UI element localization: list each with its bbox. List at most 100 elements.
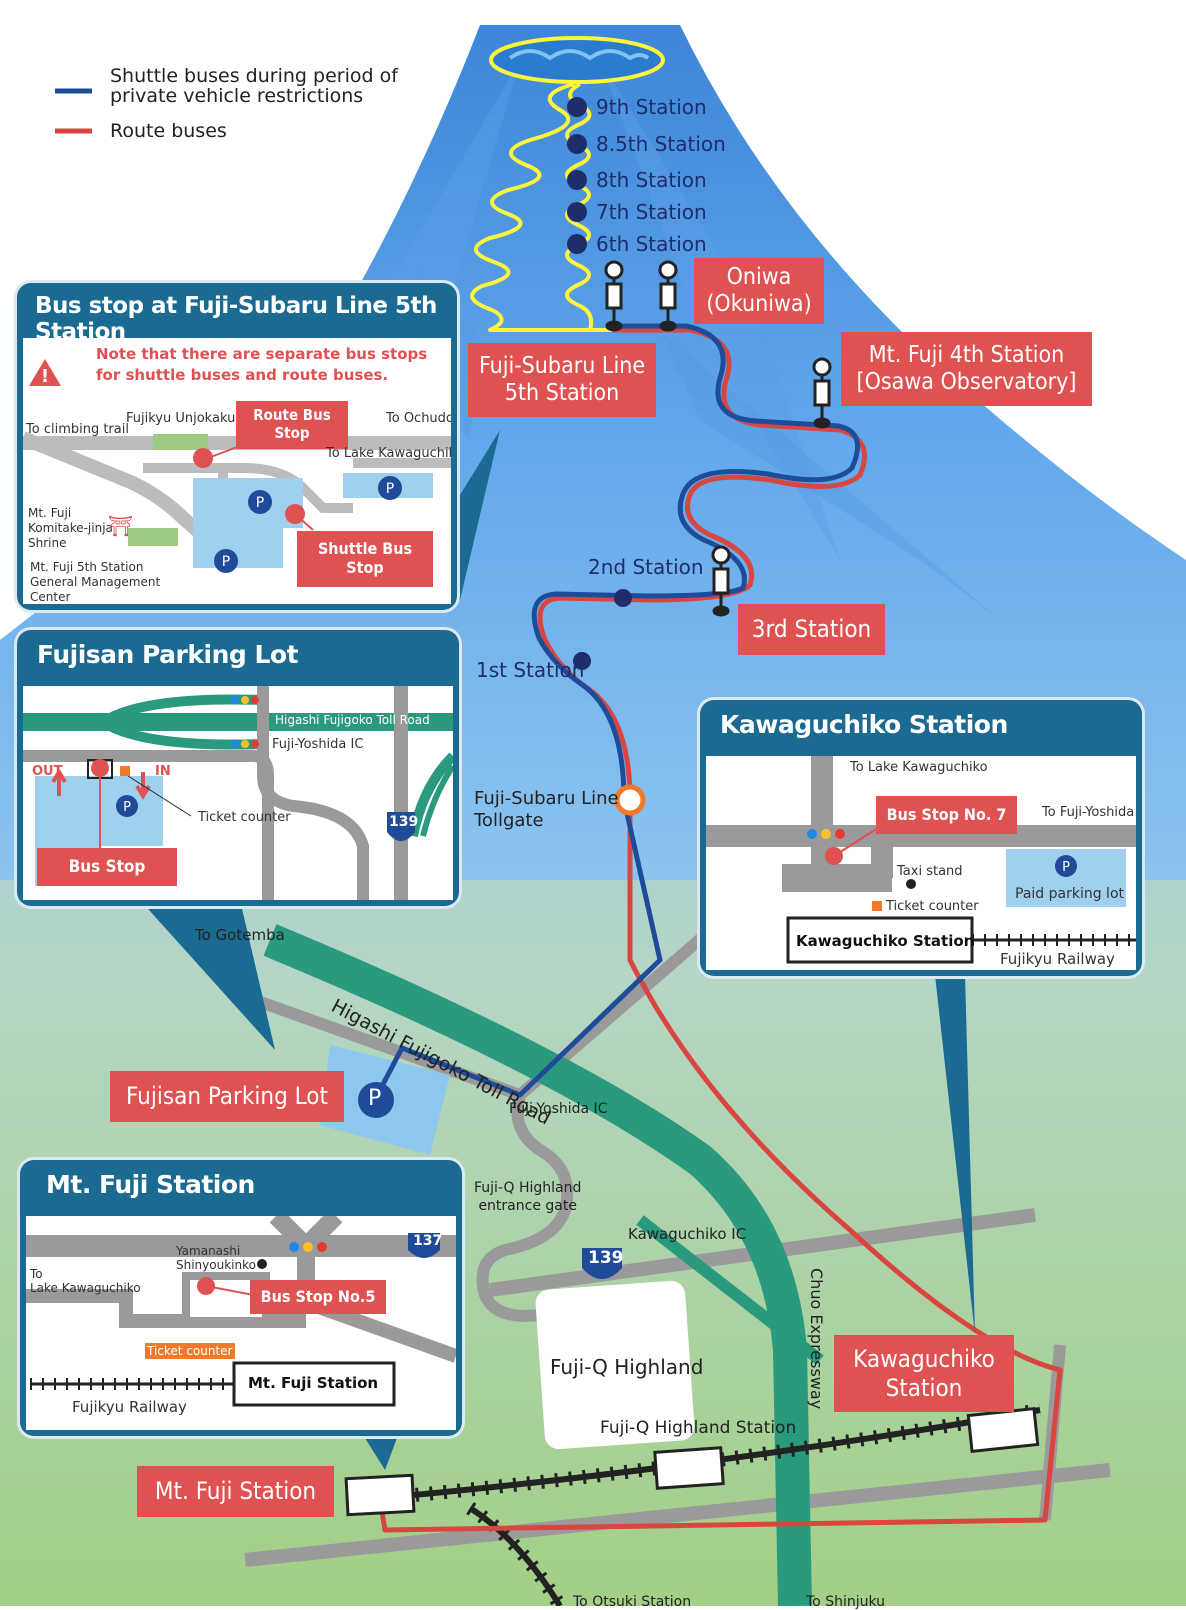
svg-text:P: P <box>386 481 394 497</box>
mtfuji-route-label: 137 <box>413 1233 443 1249</box>
inset-mtfuji-body: Yamanashi Shinyoukinko To Lake Kawaguchi… <box>26 1216 456 1430</box>
bus-stop-pins <box>604 260 832 617</box>
center-label: Mt. Fuji 5th Station General Management … <box>30 560 161 604</box>
parking-ticket-label: Ticket counter <box>198 810 291 825</box>
label-kawaguchiko-station: Kawaguchiko Station <box>834 1335 1014 1412</box>
kawa-taxi-label: Taxi stand <box>897 864 963 879</box>
station-label-2nd: 2nd Station <box>588 555 704 579</box>
parking-route-label: 139 <box>389 814 419 830</box>
station-label-7th: 7th Station <box>596 200 707 224</box>
kawa-ticket-label: Ticket counter <box>886 899 979 914</box>
label-oniwa: Oniwa (Okuniwa) <box>694 258 824 324</box>
legend-shuttle: Shuttle buses during period of private v… <box>110 65 398 107</box>
inset-kawaguchiko: Kawaguchiko Station P To Lake Kawaguchik… <box>700 700 1142 976</box>
fuji-q-highland-area <box>535 1280 695 1450</box>
inset-subaru-title: Bus stop at Fuji-Subaru Line 5th Station <box>35 293 437 345</box>
kawa-parking-label: Paid parking lot <box>1015 886 1124 902</box>
svg-text:P: P <box>222 554 230 570</box>
toll-road <box>263 924 812 1606</box>
station-label-8th: 8th Station <box>596 168 707 192</box>
label-3rd-1: 3rd Station <box>751 615 872 644</box>
label-oniwa-2: (Okuniwa) <box>706 291 812 317</box>
label-fujisan-parking: Fujisan Parking Lot <box>110 1071 344 1122</box>
inset-fujisan-parking: Fujisan Parking Lot P Higashi Fujigok <box>17 630 459 906</box>
to-shinjuku-label: To Shinjuku <box>806 1594 886 1610</box>
parking-in-label: IN <box>155 764 171 779</box>
inset-mtfuji-title: Mt. Fuji Station <box>46 1170 255 1199</box>
to-ochudo-label: To Ochudo <box>386 411 451 426</box>
road-south <box>244 1463 1111 1567</box>
parking-ic-label: Fuji-Yoshida IC <box>272 737 364 752</box>
station-label-9th: 9th Station <box>596 95 707 119</box>
subaru-note: Note that there are separate bus stops f… <box>96 345 428 384</box>
label-4th-2: [Osawa Observatory] <box>856 369 1077 395</box>
mtfuji-shinyoukinko-label: Yamanashi Shinyoukinko <box>176 1244 256 1273</box>
parking-p-icon: P <box>368 1086 382 1111</box>
label-5th-1: Fuji-Subaru Line <box>478 352 646 379</box>
label-kawa-1: Kawaguchiko <box>853 1345 995 1374</box>
tollgate-label: Fuji-Subaru Line Tollgate <box>474 788 619 831</box>
station-label-8-5th: 8.5th Station <box>596 132 726 156</box>
label-4th-station: Mt. Fuji 4th Station [Osawa Observatory] <box>841 332 1092 406</box>
svg-text:⛩: ⛩ <box>108 514 133 538</box>
crater <box>489 36 665 84</box>
kawa-station-label: Kawaguchiko Station <box>796 932 975 950</box>
station-label-6th: 6th Station <box>596 232 707 256</box>
inset-mt-fuji-station: Mt. Fuji Station Yamanashi Shinyoukinko … <box>20 1160 462 1436</box>
mtfuji-railway-label: Fujikyu Railway <box>72 1398 187 1416</box>
inset-subaru-5th: Bus stop at Fuji-Subaru Line 5th Station… <box>17 283 457 610</box>
label-kawa-2: Station <box>885 1373 963 1402</box>
parking-out-label: OUT <box>32 764 63 779</box>
highland-gate-label: Fuji-Q Highland entrance gate <box>474 1180 582 1214</box>
mtfuji-inset-map <box>26 1216 456 1407</box>
station-label-1st: 1st Station <box>476 658 585 682</box>
kawa-bus-stop-label: Bus Stop No. 7 <box>876 796 1017 834</box>
subaru-inset-map: ! P P P ⛩ <box>23 359 451 573</box>
to-gotemba-label: To Gotemba <box>195 926 285 944</box>
kawaguchiko-inset-map: P <box>706 756 1136 964</box>
inset-kawaguchiko-body: P To Lake Kawaguchiko To Fuji-Yoshida Bu… <box>706 756 1136 970</box>
mountain-station-dots <box>567 97 587 254</box>
inset-subaru-body: ! P P P ⛩ Note that there are separate b… <box>23 338 451 604</box>
label-4th-1: Mt. Fuji 4th Station <box>868 341 1065 368</box>
fuji-q-highland-label: Fuji-Q Highland <box>550 1355 704 1379</box>
mtfuji-station-label: Mt. Fuji Station <box>248 1374 379 1392</box>
inset-parking-body: P Higashi Fujigoko Toll Road Fuji-Yoshid… <box>23 686 453 900</box>
legend-route: Route buses <box>110 120 227 142</box>
label-3rd-station: 3rd Station <box>738 604 885 655</box>
parking-toll-road-label: Higashi Fujigoko Toll Road <box>275 713 430 727</box>
chuo-expressway-label: Chuo Expressway <box>807 1268 826 1410</box>
shuttle-bus-line <box>377 323 861 1098</box>
mtfuji-to-lake-label: To Lake Kawaguchiko <box>30 1267 141 1296</box>
label-parking-1: Fujisan Parking Lot <box>126 1082 328 1111</box>
svg-text:!: ! <box>41 366 49 387</box>
kawaguchiko-ic-label: Kawaguchiko IC <box>628 1225 747 1243</box>
unjokaku-label: Fujikyu Unjokaku <box>126 411 236 426</box>
parking-bus-stop-label: Bus Stop <box>37 848 177 886</box>
route-bus-stop-label: Route Bus Stop <box>236 401 348 449</box>
svg-text:P: P <box>256 495 264 511</box>
label-mt-fuji-station: Mt. Fuji Station <box>137 1466 334 1517</box>
svg-text:P: P <box>123 800 131 815</box>
to-otsuki-label: To Otsuki Station <box>573 1594 692 1610</box>
to-lake-label: To Lake Kawaguchiko <box>326 446 451 461</box>
tollgate-marker <box>614 784 646 816</box>
label-5th-station: Fuji-Subaru Line 5th Station <box>468 343 656 417</box>
highland-station-label: Fuji-Q Highland Station <box>600 1418 797 1438</box>
kawa-to-lake-label: To Lake Kawaguchiko <box>850 760 988 775</box>
road-ic-loop <box>476 1093 574 1322</box>
mtfuji-bus-stop-label: Bus Stop No.5 <box>250 1280 386 1314</box>
to-trail-label: To climbing trail <box>26 422 129 437</box>
label-oniwa-1: Oniwa <box>726 263 792 290</box>
kawa-railway-label: Fujikyu Railway <box>1000 950 1115 968</box>
yoshida-ic-label: Fuji-Yoshida IC <box>509 1101 608 1117</box>
kawa-to-yoshida-label: To Fuji-Yoshida <box>1042 805 1135 820</box>
inset-parking-title: Fujisan Parking Lot <box>37 640 299 669</box>
shuttle-bus-stop-label: Shuttle Bus Stop <box>297 531 433 587</box>
route-139-label: 139 <box>588 1248 624 1268</box>
mtfuji-ticket-label: Ticket counter <box>145 1343 235 1359</box>
inset-kawaguchiko-title: Kawaguchiko Station <box>720 710 1008 739</box>
shrine-label: Mt. Fuji Komitake-jinja Shrine <box>28 506 113 550</box>
label-5th-2: 5th Station <box>504 380 620 406</box>
svg-text:P: P <box>1062 860 1070 875</box>
